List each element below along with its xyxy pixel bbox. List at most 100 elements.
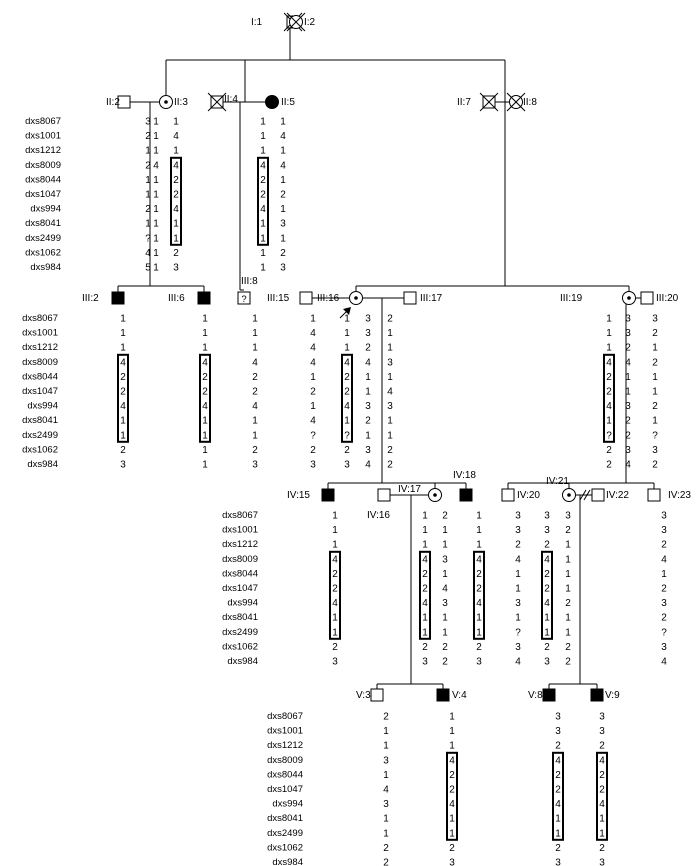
- haplotype-allele: 1: [449, 726, 455, 737]
- haplotype-allele: 2: [555, 785, 561, 796]
- haplotype-allele: 1: [476, 525, 482, 536]
- haplotype-allele: 2: [599, 843, 605, 854]
- haplotype-allele: 1: [153, 219, 159, 230]
- male-symbol: [436, 688, 450, 702]
- haplotype-allele: 2: [625, 343, 631, 354]
- haplotype-allele: 1: [344, 328, 350, 339]
- haplotype-box: [199, 353, 211, 443]
- carrier-dot: [433, 493, 437, 497]
- haplotype-allele: 2: [422, 642, 428, 653]
- haplotype-allele: 1: [555, 814, 561, 825]
- haplotype-allele: 1: [625, 372, 631, 383]
- marker-label: dxs984: [30, 262, 61, 273]
- individual-label: IV:23: [668, 490, 691, 501]
- haplotype-allele: 2: [606, 445, 612, 456]
- haplotype-allele: 3: [661, 598, 667, 609]
- male-symbol: [370, 688, 384, 702]
- haplotype-allele: 2: [442, 657, 448, 668]
- haplotype-allele: 1: [442, 540, 448, 551]
- carrier-dot: [164, 100, 168, 104]
- haplotype-allele: 4: [599, 799, 605, 810]
- haplotype-allele: 1: [652, 387, 658, 398]
- haplotype-allele: 2: [515, 540, 521, 551]
- haplotype-allele: 2: [565, 525, 571, 536]
- marker-label: dxs1212: [25, 145, 61, 156]
- haplotype-allele: 4: [661, 554, 667, 565]
- marker-label: dxs8067: [22, 313, 58, 324]
- haplotype-allele: 3: [515, 511, 521, 522]
- proband-arrowhead: [343, 307, 351, 315]
- haplotype-allele: 1: [544, 613, 550, 624]
- haplotype-allele: 1: [442, 627, 448, 638]
- individual-label: III:6: [168, 293, 185, 304]
- haplotype-allele: 3: [383, 799, 389, 810]
- haplotype-allele: 2: [260, 190, 266, 201]
- haplotype-allele: 5: [145, 263, 151, 274]
- haplotype-allele: 2: [344, 372, 350, 383]
- haplotype-allele: 3: [365, 328, 371, 339]
- haplotype-allele: 1: [260, 117, 266, 128]
- haplotype-allele: 1: [606, 314, 612, 325]
- haplotype-allele: 2: [387, 314, 393, 325]
- haplotype-allele: 2: [310, 445, 316, 456]
- haplotype-allele: 1: [652, 372, 658, 383]
- male-symbol: [117, 95, 131, 109]
- haplotype-allele: 4: [555, 799, 561, 810]
- haplotype-box: [419, 550, 431, 640]
- marker-label: dxs1047: [267, 784, 303, 795]
- haplotype-allele: 2: [442, 642, 448, 653]
- haplotype-allele: 4: [280, 160, 286, 171]
- haplotype-allele: 1: [280, 117, 286, 128]
- haplotype-allele: 1: [332, 525, 338, 536]
- haplotype-allele: 1: [625, 387, 631, 398]
- haplotype-allele: 3: [365, 445, 371, 456]
- haplotype-allele: 2: [544, 569, 550, 580]
- male-symbol: [111, 291, 125, 305]
- haplotype-allele: 3: [661, 642, 667, 653]
- haplotype-allele: 2: [442, 511, 448, 522]
- individual-label: III:20: [656, 293, 679, 304]
- male-symbol: [542, 688, 556, 702]
- haplotype-allele: 3: [387, 357, 393, 368]
- haplotype-allele: 1: [365, 387, 371, 398]
- haplotype-allele: 1: [153, 117, 159, 128]
- haplotype-allele: 4: [544, 554, 550, 565]
- haplotype-allele: 4: [173, 204, 179, 215]
- haplotype-allele: 1: [252, 416, 258, 427]
- haplotype-allele: 1: [422, 627, 428, 638]
- marker-label: dxs994: [227, 598, 258, 609]
- haplotype-allele: 1: [120, 416, 126, 427]
- haplotype-allele: 4: [442, 584, 448, 595]
- haplotype-allele: 2: [252, 387, 258, 398]
- haplotype-allele: 4: [173, 160, 179, 171]
- haplotype-allele: 3: [555, 858, 561, 866]
- marker-label: dxs1001: [25, 131, 61, 142]
- haplotype-allele: 4: [310, 357, 316, 368]
- haplotype-allele: 1: [383, 726, 389, 737]
- haplotype-allele: 1: [599, 828, 605, 839]
- haplotype-allele: 1: [153, 175, 159, 186]
- haplotype-allele: 4: [422, 598, 428, 609]
- haplotype-allele: 2: [383, 858, 389, 866]
- haplotype-allele: 4: [120, 357, 126, 368]
- haplotype-allele: ?: [661, 627, 667, 638]
- haplotype-allele: 1: [387, 372, 393, 383]
- haplotype-allele: 1: [260, 233, 266, 244]
- haplotype-allele: 1: [120, 314, 126, 325]
- marker-label: dxs1062: [267, 842, 303, 853]
- haplotype-allele: 4: [387, 387, 393, 398]
- haplotype-allele: 3: [173, 263, 179, 274]
- haplotype-allele: ?: [145, 233, 151, 244]
- haplotype-allele: 1: [332, 627, 338, 638]
- haplotype-allele: 4: [476, 554, 482, 565]
- haplotype-allele: 2: [252, 445, 258, 456]
- haplotype-allele: 2: [544, 642, 550, 653]
- marker-label: dxs8009: [267, 755, 303, 766]
- marker-label: dxs984: [272, 857, 303, 866]
- haplotype-allele: 1: [202, 343, 208, 354]
- individual-label: III:17: [420, 293, 443, 304]
- haplotype-allele: 1: [120, 328, 126, 339]
- haplotype-allele: 2: [332, 584, 338, 595]
- marker-label: dxs8067: [267, 711, 303, 722]
- haplotype-allele: 1: [252, 314, 258, 325]
